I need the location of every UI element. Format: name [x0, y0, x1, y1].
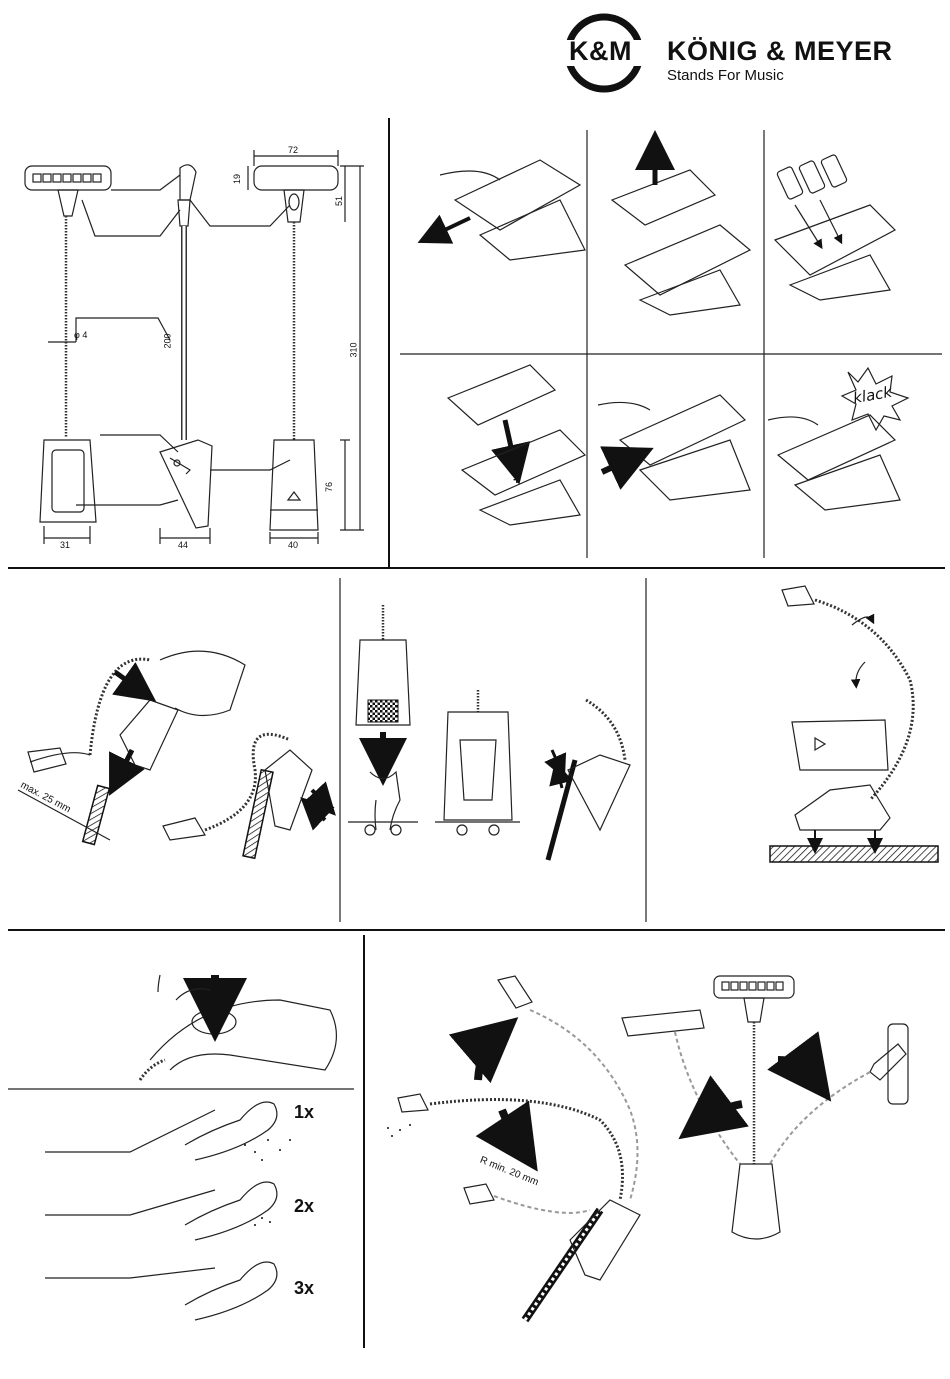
gooseneck-bend-clamp	[387, 976, 640, 1320]
led-array-icon	[722, 982, 783, 990]
lamp-head-rotation	[622, 976, 908, 1239]
